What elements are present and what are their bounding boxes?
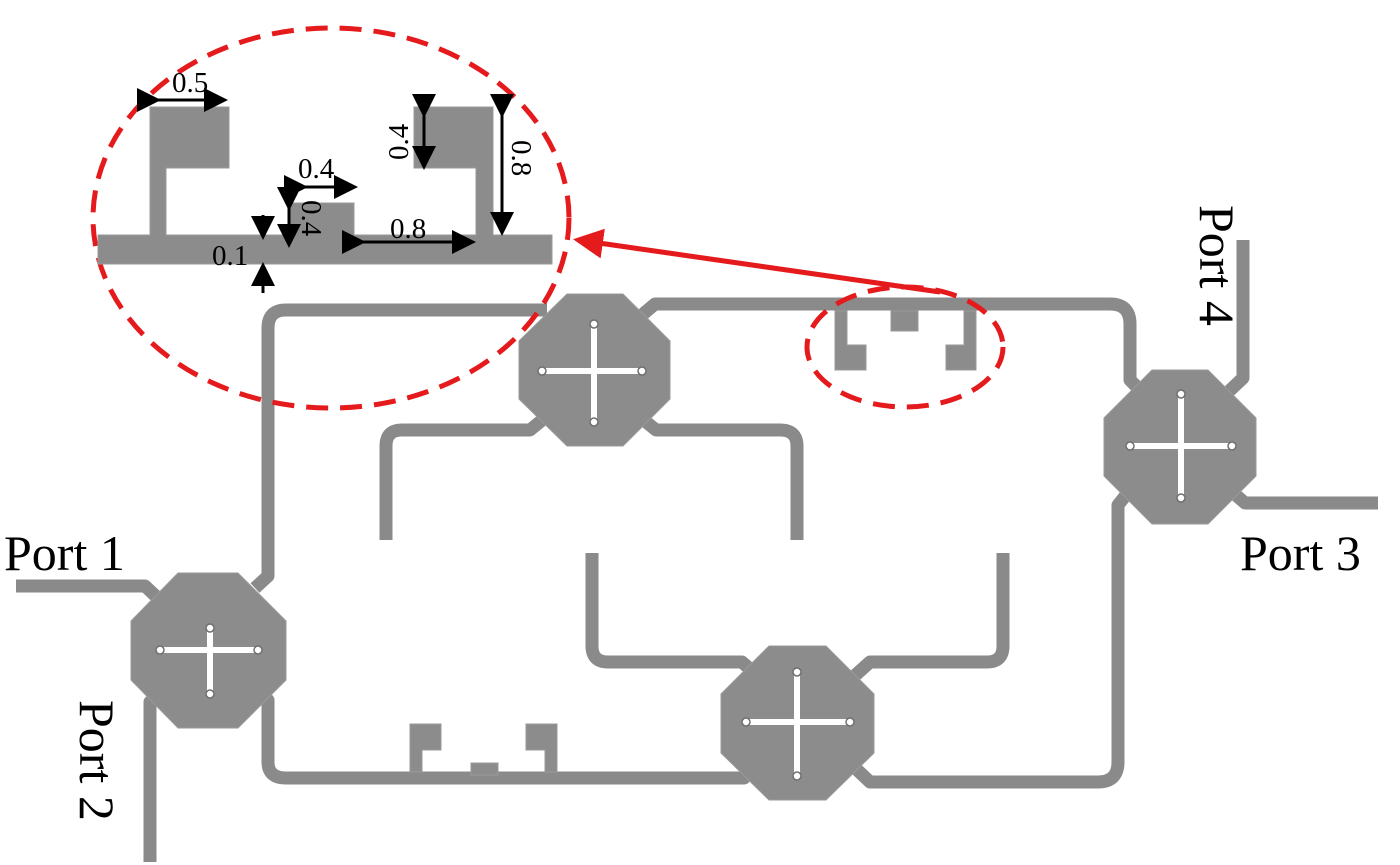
port-3-label: Port 3: [1240, 525, 1361, 581]
dim-0-1: 0.1: [212, 240, 248, 272]
zoom-pointer-arrow: [573, 228, 941, 295]
junction-left: [130, 572, 287, 729]
dim-0-4-height-left: 0.4: [295, 200, 327, 237]
dim-0-4-width: 0.4: [298, 153, 335, 185]
feed-port4: [1220, 240, 1250, 400]
inset-dashed-ellipse: [90, 25, 572, 411]
line-right-bottom: [847, 485, 1136, 789]
junction-right: [1103, 369, 1257, 525]
zoom-inset: 0.5 0.4 0.8 0.1 0.4 0.8 0.4: [90, 25, 1006, 411]
stub-upper-right: [629, 406, 804, 540]
stepped-stub-top: [834, 310, 977, 371]
dim-0-4-height-right: 0.4: [383, 123, 415, 160]
port-4-label: Port 4: [1189, 205, 1245, 326]
junction-top: [518, 293, 671, 447]
port-1-label: Port 1: [4, 525, 125, 581]
stub-lower-right: [845, 553, 1010, 685]
dim-0-5: 0.5: [172, 67, 208, 99]
transmission-lines: [16, 240, 1378, 862]
stepped-stub-bottom: [409, 723, 558, 776]
line-top: [631, 297, 1155, 405]
dim-0-8-height: 0.8: [505, 140, 537, 176]
line-left-top: [250, 303, 547, 593]
port-2-label: Port 2: [69, 700, 125, 821]
stub-upper-left: [379, 406, 557, 540]
junction-bottom: [720, 645, 875, 801]
line-left-bottom: [253, 683, 767, 785]
stub-lower-left: [585, 553, 767, 685]
dim-0-8-width: 0.8: [390, 213, 426, 245]
feed-port3: [1225, 485, 1378, 510]
feed-port1: [16, 579, 167, 607]
